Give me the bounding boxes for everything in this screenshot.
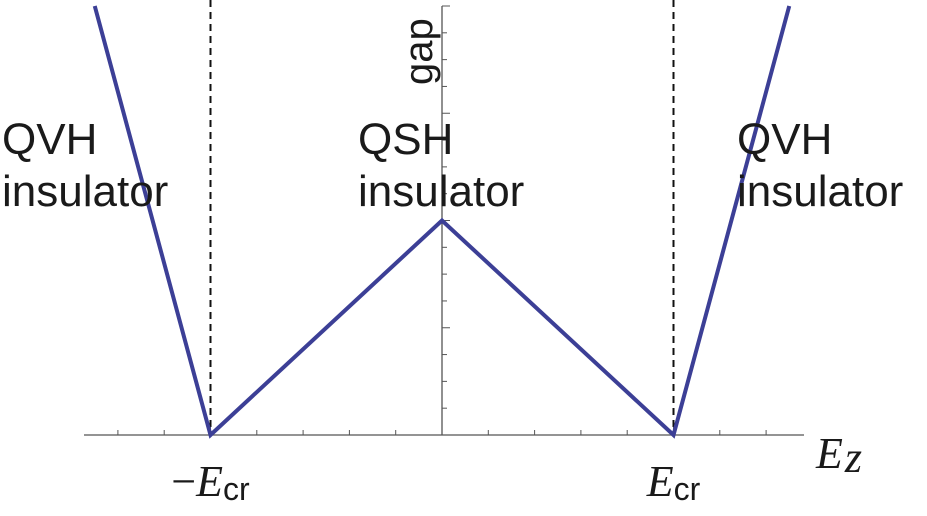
y-axis-label: gap (397, 18, 441, 85)
center-region-label: QSH insulator (358, 114, 524, 218)
neg-ecr-tick-label: −Ecr (171, 457, 250, 507)
center-region-line-2: insulator (358, 167, 525, 216)
center-region-line-1: QSH (358, 115, 454, 164)
left-region-line-1: QVH (2, 115, 98, 164)
axis-ticks (117, 5, 767, 435)
right-region-label: QVH insulator (737, 114, 903, 218)
axis-labels: gap Ez (397, 18, 862, 482)
pos-ecr-tick-label: Ecr (646, 457, 701, 507)
right-region-line-1: QVH (737, 115, 833, 164)
series-line-0 (92, 5, 792, 439)
series-layer (92, 5, 792, 439)
tick-label-main: E (195, 457, 223, 506)
critical-field-lines (209, 0, 675, 435)
tick-label-subscript: cr (223, 471, 250, 507)
right-region-line-2: insulator (737, 167, 904, 216)
left-region-label: QVH insulator (2, 114, 168, 218)
tick-label-main: E (646, 457, 674, 506)
tick-label-prefix: − (171, 457, 196, 506)
x-axis-label: Ez (815, 429, 862, 482)
left-region-line-2: insulator (2, 167, 169, 216)
tick-label-subscript: cr (674, 471, 701, 507)
